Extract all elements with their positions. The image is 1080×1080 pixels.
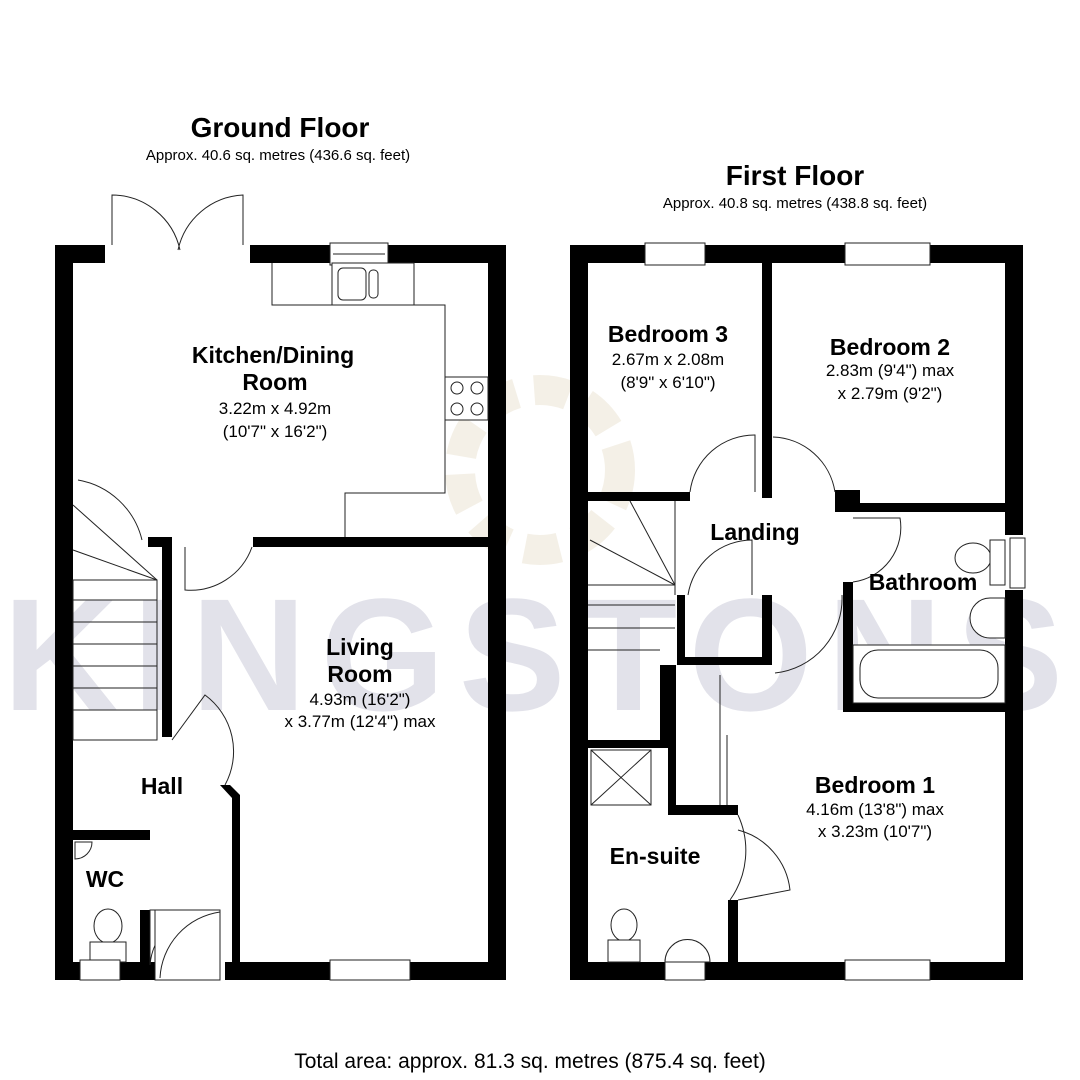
room-name: Bedroom 3: [608, 321, 728, 347]
ground-floor-labels: Kitchen/Dining Room 3.22m x 4.92m (10'7"…: [86, 342, 436, 892]
room-dims: x 3.23m (10'7"): [818, 822, 932, 841]
room-name: Kitchen/Dining: [192, 342, 354, 368]
ground-floor-area: Approx. 40.6 sq. metres (436.6 sq. feet): [146, 147, 410, 164]
room-dims: 2.67m x 2.08m: [612, 350, 724, 369]
room-name: Bathroom: [869, 569, 978, 595]
wc-basin-icon: [74, 841, 93, 860]
staircase-icon: [588, 500, 676, 651]
first-floor-walls: [570, 245, 1023, 980]
room-dims: (8'9" x 6'10"): [620, 373, 715, 392]
room-dims: 4.16m (13'8") max: [806, 800, 944, 819]
room-dims: 2.83m (9'4") max: [826, 361, 955, 380]
wc-toilet-icon: [93, 908, 123, 944]
room-dims: x 3.77m (12'4") max: [285, 712, 436, 731]
ground-floor-walls: [55, 245, 506, 980]
bathtub-icon: [852, 644, 1006, 704]
ground-floor-title: Ground Floor: [191, 112, 370, 143]
room-name: Bedroom 2: [830, 334, 950, 360]
first-floor-fixtures: [588, 242, 1026, 981]
ground-floor-fixtures: [72, 194, 489, 981]
room-dims: (10'7" x 16'2"): [223, 422, 328, 441]
room-name: WC: [86, 866, 124, 892]
room-name: Hall: [141, 773, 183, 799]
room-name: En-suite: [610, 843, 701, 869]
room-dims: x 2.79m (9'2"): [838, 384, 943, 403]
staircase-icon: [72, 504, 158, 741]
first-floor-labels: Bedroom 3 2.67m x 2.08m (8'9" x 6'10") B…: [608, 321, 977, 869]
room-name: Room: [327, 661, 392, 687]
ensuite-toilet-icon: [610, 908, 638, 942]
room-dims: 4.93m (16'2"): [310, 690, 411, 709]
room-dims: 3.22m x 4.92m: [219, 399, 331, 418]
bath-basin-icon: [969, 597, 1006, 639]
watermark-logo-icon: [445, 375, 635, 565]
room-name: Room: [242, 369, 307, 395]
total-area: Total area: approx. 81.3 sq. metres (875…: [294, 1050, 766, 1073]
room-name: Living: [326, 634, 394, 660]
first-floor-area: Approx. 40.8 sq. metres (438.8 sq. feet): [663, 195, 927, 212]
room-name: Landing: [710, 519, 799, 545]
room-name: Bedroom 1: [815, 772, 935, 798]
front-door: [154, 909, 221, 981]
ensuite-basin-icon: [664, 939, 711, 963]
first-floor-title: First Floor: [726, 160, 865, 191]
